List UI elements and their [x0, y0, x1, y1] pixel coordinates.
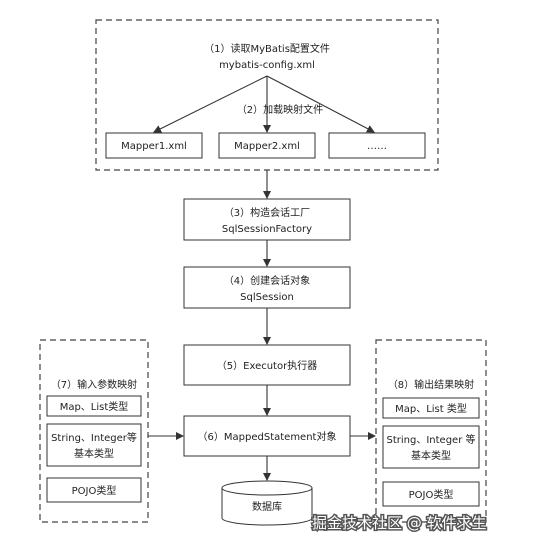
output-basic-types-line2: 基本类型 — [411, 449, 451, 462]
output-pojo-box — [382, 481, 480, 507]
input-mapping-group — [39, 339, 149, 523]
input-pojo-label: POJO类型 — [72, 484, 117, 497]
database-label: 数据库 — [252, 500, 282, 513]
mapper2-box — [218, 132, 316, 159]
mapper2-label: Mapper2.xml — [234, 141, 300, 152]
watermark-text: 掘金技术社区 @ 软件求生 — [312, 514, 487, 532]
input-pojo-box — [46, 477, 142, 503]
arrow-to-mapper1 — [153, 75, 268, 133]
mapped-statement-label: （6）MappedStatement对象 — [198, 430, 337, 443]
output-basic-types-line1: String、Integer 等 — [387, 433, 476, 446]
input-basic-types-line2: 基本类型 — [74, 447, 114, 460]
output-mapping-group — [375, 339, 487, 523]
session-box — [183, 266, 351, 309]
output-map-list-label: Map、List 类型 — [395, 402, 467, 415]
arrow-to-mapper-more — [266, 75, 375, 133]
config-file-name: mybatis-config.xml — [219, 60, 315, 71]
factory-class: SqlSessionFactory — [222, 224, 312, 235]
database-cylinder — [221, 480, 313, 526]
config-step-title: （1）读取MyBatis配置文件 — [204, 42, 330, 55]
output-pojo-label: POJO类型 — [409, 488, 454, 501]
session-title: （4）创建会话对象 — [224, 274, 310, 287]
watermark: 掘金技术社区 @ 软件求生 — [311, 513, 489, 534]
executor-label: （5）Executor执行器 — [217, 359, 317, 372]
output-basic-types-box — [382, 425, 480, 469]
output-mapping-title: （8）输出结果映射 — [388, 378, 474, 391]
input-map-list-label: Map、List类型 — [60, 400, 129, 413]
factory-title: （3）构造会话工厂 — [224, 206, 310, 219]
input-map-list-box — [46, 395, 142, 417]
mapper-more-box — [328, 132, 426, 159]
input-mapping-title: （7）输入参数映射 — [51, 378, 137, 391]
input-basic-types-box — [46, 423, 142, 467]
mapped-statement-box — [183, 415, 351, 457]
output-map-list-box — [382, 397, 480, 419]
factory-box — [183, 198, 351, 241]
mapper1-label: Mapper1.xml — [121, 141, 187, 152]
mapper-more-label: …… — [367, 141, 387, 152]
mapper1-box — [105, 132, 203, 159]
session-class: SqlSession — [240, 292, 294, 303]
input-basic-types-line1: String、Integer等 — [51, 431, 137, 444]
load-mapper-label: （2）加载映射文件 — [237, 103, 323, 116]
